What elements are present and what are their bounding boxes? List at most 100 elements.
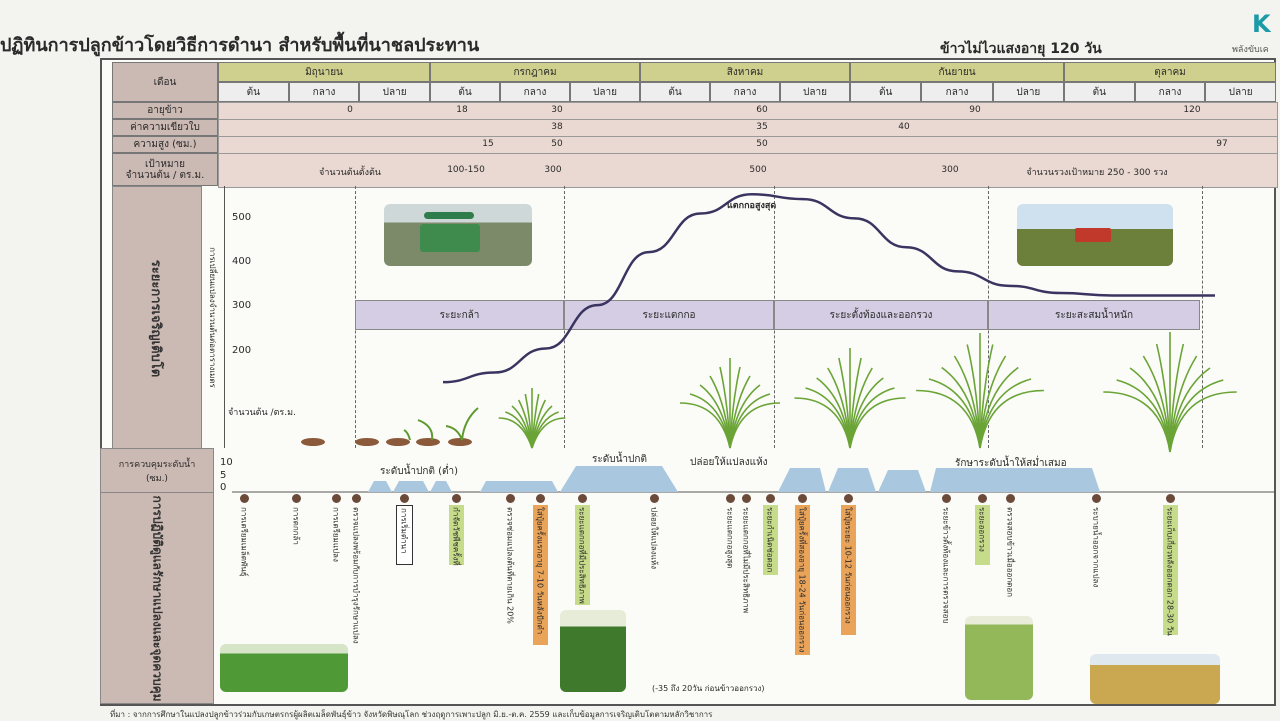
seed-icon (416, 438, 440, 446)
practice-label: กำจัดวัชพืชครั้งที่ (448, 505, 464, 566)
water-pulse (930, 468, 1100, 492)
sprout-icon (417, 419, 434, 441)
practice-item: ระยะแตกกอที่ไม่มีประสิทธิภาพ (737, 505, 755, 615)
practice-dot-icon (766, 494, 775, 503)
tiller-curve (442, 193, 1215, 384)
rice-leaf (849, 397, 906, 449)
month-oct: ตุลาคม (1064, 62, 1276, 82)
practice-item: ระยะกำเนิดช่อดอก (761, 505, 779, 575)
greenness-value: 35 (756, 122, 768, 132)
growth-y-axis: การเปลี่ยนแปลงจำนวนต้นต่อตารางเมตร (200, 186, 225, 448)
practice-item: ปล่อยให้แปลงแห้ง (645, 505, 663, 575)
practice-dot-icon (1092, 494, 1101, 503)
practice-label: ระยะเก็บเกี่ยวหลังออกดอก 28-30 วัน (1162, 505, 1178, 636)
water-pulse (368, 481, 392, 492)
practice-dot-icon (332, 494, 341, 503)
period-cell: กลาง (500, 82, 570, 102)
water-label-normal-low: ระดับน้ำปกติ (ต่ำ) (380, 466, 459, 477)
practice-label: ตรวจซ่อมแปลงต้นที่ตายเกิน 20% (505, 507, 515, 624)
target-value: 500 (749, 165, 767, 175)
practice-dot-icon (400, 494, 409, 503)
growth-y-tick: 400 (232, 256, 252, 267)
period-cell: ปลาย (780, 82, 850, 102)
age-value: 90 (969, 105, 981, 115)
age-value: 30 (551, 105, 563, 115)
practice-dot-icon (798, 494, 807, 503)
practice-label: ตรวจสอบข้าวเมื่อออกดอก (1005, 507, 1015, 597)
period-cell: กลาง (710, 82, 780, 102)
sprout-icon (403, 429, 411, 441)
rice-leaf (1169, 391, 1237, 453)
water-pulse (878, 470, 926, 492)
target-value: 300 (941, 165, 959, 175)
period-cell: ปลาย (992, 82, 1064, 102)
peak-tiller-label: แตกกอสูงสุด (727, 201, 777, 211)
height-value: 50 (551, 139, 563, 149)
practice-label: ระยะกำเนิดช่อดอก (762, 505, 778, 575)
seed-icon (386, 438, 410, 446)
practice-item: ระยะเก็บเกี่ยวหลังออกดอก 28-30 วัน (1161, 505, 1179, 636)
practice-item: ระยะแตกกอสูงสุด (721, 505, 739, 615)
water-label-maintain: รักษาระดับน้ำให้สม่ำเสมอ (955, 458, 1067, 469)
flowering-photo (965, 616, 1033, 700)
practice-label: การเตรียมเมล็ดพันธุ์ (239, 507, 249, 577)
age-value: 60 (756, 105, 768, 115)
period-cell: ต้น (850, 82, 922, 102)
practice-label: ใส่ปุ๋ยครั้งแรกอายุ 7-10 วันหลังปักดำ (532, 505, 548, 645)
practice-item: ใส่ปุ๋ยครั้งที่สองอายุ 18-24 วันก่อนออกร… (793, 505, 811, 655)
month-aug: สิงหาคม (640, 62, 850, 82)
water-pulse (778, 468, 826, 492)
growth-side-label: ระยะการเจริญเติบโต (112, 186, 202, 450)
brand-tagline: พลังขับเค (1232, 45, 1269, 55)
practice-dot-icon (452, 494, 461, 503)
month-jul: กรกฎาคม (430, 62, 640, 82)
practice-item: ระยะข้าวตั้งท้องและการตรวจสอบ (937, 505, 955, 624)
age-value: 0 (347, 105, 353, 115)
practice-note: (-35 ถึง 20วัน ก่อนข้าวออกรวง) (652, 684, 765, 693)
practice-item: ระบายน้ำออกจากแปลง (1087, 505, 1105, 587)
seed-icon (448, 438, 472, 446)
water-pulse (430, 481, 452, 492)
water-pulse (828, 468, 876, 492)
target-value: จำนวนต้นตั้งต้น (319, 168, 381, 178)
transplanter-photo (384, 204, 532, 266)
practice-item: กำจัดวัชพืชครั้งที่ (447, 505, 465, 566)
water-y-tick: 10 (220, 457, 233, 468)
growth-y-tick: 200 (232, 345, 252, 356)
target-value: จำนวนรวงเป้าหมาย 250 - 300 รวง (1026, 168, 1168, 178)
stage-booting-heading: ระยะตั้งท้องและออกรวง (774, 300, 988, 330)
practice-label: ตรวจแปลงพร้อมกับการบำรุงรักษาแปลง (351, 507, 361, 644)
variety-subtitle: ข้าวไม่ไวแสงอายุ 120 วัน (940, 41, 1102, 57)
practices-side-label: การปฏิบัติดูแลรักษาแปลงและจุดควบคุม (100, 492, 214, 704)
water-pulse (480, 481, 558, 492)
height-value: 50 (756, 139, 768, 149)
practice-label: ระยะแตกกอที่ไม่มีประสิทธิภาพ (741, 507, 751, 614)
practice-item: การเตรียมเมล็ดพันธุ์ (235, 505, 253, 615)
practice-dot-icon (578, 494, 587, 503)
practice-dot-icon (844, 494, 853, 503)
practice-item: ตรวจสอบข้าวเมื่อออกดอก (1001, 505, 1019, 597)
water-label-normal: ระดับน้ำปกติ (592, 454, 647, 465)
harvester-photo (1017, 204, 1173, 266)
water-pulse (560, 466, 678, 492)
month-header-cell: เดือน (112, 62, 218, 102)
practice-dot-icon (650, 494, 659, 503)
practice-item: ระยะแตกกอที่มีประสิทธิภาพ (573, 505, 591, 605)
target-value: 100-150 (447, 165, 485, 175)
seed-icon (301, 438, 325, 446)
page-title: ปฏิทินการปลูกข้าวโดยวิธีการดำนา สำหรับพื… (0, 35, 480, 56)
plant-count-label: จำนวนต้น /ตร.ม. (228, 408, 296, 418)
practice-label: ปล่อยให้แปลงแห้ง (649, 507, 659, 570)
practice-item: ใส่ปุ๋ยครั้งแรกอายุ 7-10 วันหลังปักดำ (531, 505, 549, 645)
period-cell: ปลาย (570, 82, 640, 102)
rice-leaf (531, 417, 566, 449)
row-target (218, 153, 1278, 188)
stage-seedling: ระยะกล้า (355, 300, 564, 330)
growth-y-tick: 500 (232, 212, 252, 223)
practice-dot-icon (536, 494, 545, 503)
height-value: 15 (482, 139, 494, 149)
practice-item: การเตรียมแปลง (327, 505, 345, 565)
